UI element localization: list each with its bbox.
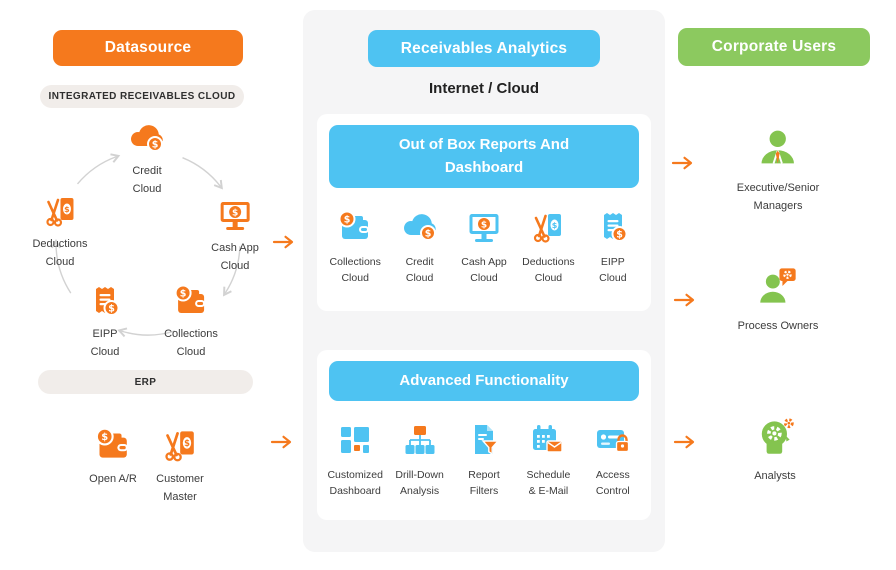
cloud-dollar-icon: $ — [127, 118, 167, 158]
integrated-receivables-cloud-pill: INTEGRATED RECEIVABLES CLOUD — [40, 85, 244, 108]
svg-text:$: $ — [152, 139, 159, 150]
svg-text:$: $ — [552, 221, 558, 230]
feature-label: Access Control — [595, 469, 630, 497]
executive-person-icon — [754, 125, 802, 173]
cycle-node-deductions-cloud: $ Deductions Cloud — [32, 191, 88, 271]
report-filter-icon — [464, 420, 504, 460]
feature-label: Schedule & E-Mail — [526, 469, 571, 497]
feature-schedule-email: Schedule & E-Mail — [516, 420, 580, 500]
erp-pill: ERP — [38, 370, 253, 394]
feature-report-filters: Report Filters — [452, 420, 516, 500]
cycle-node-label: EIPP Cloud — [90, 328, 120, 358]
erp-node-label: Customer Master — [156, 473, 204, 503]
access-control-icon — [593, 420, 633, 460]
scissors-bill-icon: $ — [528, 207, 568, 247]
feature-customized-dashboard: Customized Dashboard — [323, 420, 387, 500]
feature-label: Customized Dashboard — [327, 469, 383, 497]
erp-node-customer-master: $ Customer Master — [156, 424, 204, 506]
internet-cloud-label: Internet / Cloud — [429, 80, 539, 97]
user-analysts: Analysts — [751, 413, 799, 486]
feature-label: EIPP Cloud — [599, 256, 627, 284]
advanced-functionality-icon-row: Customized Dashboard Drill-Down Analysis… — [317, 420, 651, 500]
receivables-analytics-header: Receivables Analytics — [368, 30, 600, 67]
flow-arrow-icon — [671, 155, 697, 171]
svg-text:$: $ — [481, 220, 487, 230]
user-executive-senior-managers: Executive/Senior Managers — [736, 125, 820, 215]
feature-label: Credit Cloud — [405, 256, 434, 284]
cycle-node-collections-cloud: $ Collections Cloud — [164, 281, 218, 361]
corporate-users-header-label: Corporate Users — [711, 38, 837, 55]
wallet-dollar-icon: $ — [171, 281, 211, 321]
erp-pill-label: ERP — [134, 376, 157, 388]
flow-arrow-icon — [270, 434, 296, 450]
feature-cash-app-cloud: $ Cash App Cloud — [452, 207, 516, 287]
erp-node-open-ar: $ Open A/R — [89, 424, 137, 489]
flow-arrow-icon — [673, 434, 699, 450]
datasource-header: Datasource — [53, 30, 243, 66]
cycle-node-label: Deductions Cloud — [32, 238, 88, 268]
svg-text:$: $ — [232, 208, 238, 218]
feature-access-control: Access Control — [581, 420, 645, 500]
erp-node-label: Open A/R — [89, 473, 137, 485]
feature-label: Report Filters — [468, 469, 500, 497]
cloud-dollar-icon: $ — [400, 207, 440, 247]
user-label: Process Owners — [737, 320, 819, 332]
user-label: Executive/Senior Managers — [736, 182, 820, 212]
monitor-dollar-icon: $ — [215, 195, 255, 235]
svg-text:$: $ — [424, 228, 431, 239]
cycle-arrows — [50, 153, 241, 338]
out-of-box-reports-title: Out of Box Reports And Dashboard — [329, 125, 639, 188]
advanced-functionality-card: Advanced Functionality Customized Dashbo… — [317, 349, 651, 520]
scissors-bill-icon: $ — [159, 424, 201, 466]
receivables-analytics-header-label: Receivables Analytics — [400, 39, 568, 57]
wallet-dollar-icon: $ — [92, 424, 134, 466]
advanced-functionality-title: Advanced Functionality — [329, 360, 639, 401]
svg-text:$: $ — [184, 438, 190, 448]
cycle-node-eipp-cloud: $ EIPP Cloud — [85, 281, 125, 361]
dashboard-grid-icon — [335, 420, 375, 460]
wallet-dollar-icon: $ — [335, 207, 375, 247]
out-of-box-reports-card: Out of Box Reports And Dashboard $ Colle… — [317, 114, 651, 311]
feature-collections-cloud: $ Collections Cloud — [323, 207, 387, 287]
flow-arrow-icon — [272, 234, 298, 250]
corporate-users-header: Corporate Users — [678, 28, 870, 66]
feature-label: Collections Cloud — [329, 256, 381, 284]
datasource-header-label: Datasource — [104, 39, 192, 56]
receivables-analytics-panel: Receivables Analytics Internet / Cloud O… — [303, 10, 665, 552]
cycle-node-label: Cash App Cloud — [211, 242, 259, 272]
scissors-bill-icon: $ — [40, 191, 80, 231]
monitor-dollar-icon: $ — [464, 207, 504, 247]
cycle-node-label: Collections Cloud — [164, 328, 218, 358]
analyst-head-gear-icon — [751, 413, 799, 461]
user-process-owners: Process Owners — [737, 263, 819, 336]
user-label: Analysts — [754, 470, 796, 482]
feature-credit-cloud: $ Credit Cloud — [387, 207, 451, 287]
drilldown-chart-icon — [400, 420, 440, 460]
receipt-dollar-icon: $ — [85, 281, 125, 321]
svg-text:$: $ — [101, 432, 108, 443]
receipt-dollar-icon: $ — [593, 207, 633, 247]
svg-text:$: $ — [180, 288, 187, 299]
cycle-node-label: Credit Cloud — [132, 165, 162, 195]
feature-label: Cash App Cloud — [461, 256, 507, 284]
svg-text:$: $ — [344, 214, 351, 225]
svg-text:$: $ — [64, 205, 70, 214]
svg-text:$: $ — [108, 303, 115, 314]
out-of-box-icon-row: $ Collections Cloud $ Credit Cloud $ Cas… — [317, 207, 651, 287]
feature-label: Deductions Cloud — [522, 256, 575, 284]
flow-arrow-icon — [673, 292, 699, 308]
svg-text:$: $ — [616, 229, 623, 240]
feature-label: Drill-Down Analysis — [395, 469, 444, 497]
process-owner-person-icon — [754, 263, 802, 311]
integrated-receivables-cloud-label: INTEGRATED RECEIVABLES CLOUD — [48, 91, 236, 102]
schedule-email-icon — [528, 420, 568, 460]
cycle-node-credit-cloud: $ Credit Cloud — [127, 118, 167, 198]
feature-deductions-cloud: $ Deductions Cloud — [516, 207, 580, 287]
feature-eipp-cloud: $ EIPP Cloud — [581, 207, 645, 287]
cycle-node-cash-app-cloud: $ Cash App Cloud — [211, 195, 259, 275]
feature-drill-down-analysis: Drill-Down Analysis — [387, 420, 451, 500]
